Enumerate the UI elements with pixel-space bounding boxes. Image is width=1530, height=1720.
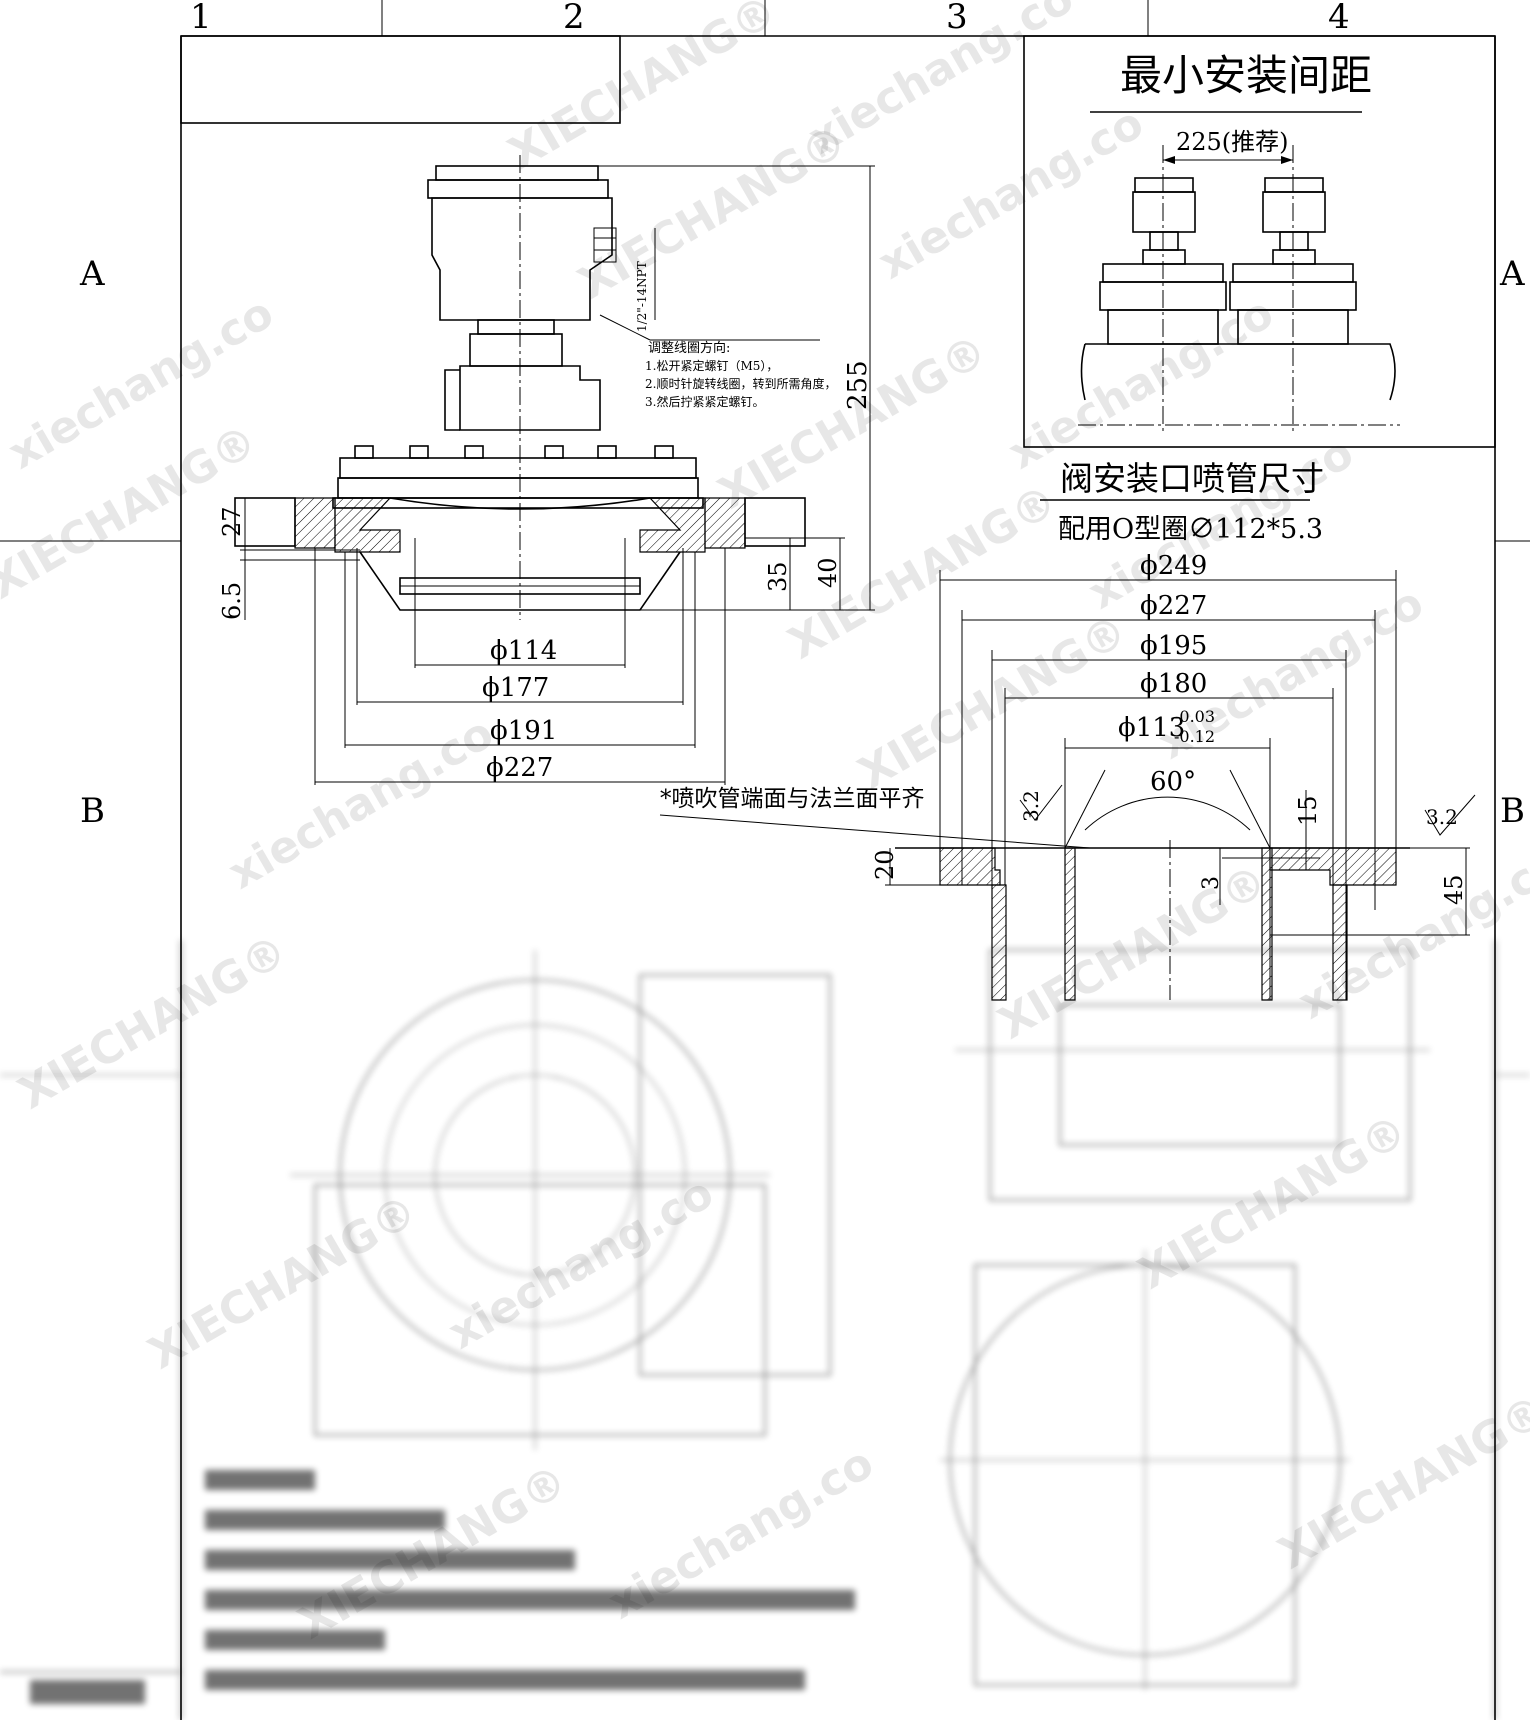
dim-d227: ϕ227 [486, 753, 553, 783]
nozzle-d227: ϕ227 [1140, 591, 1207, 621]
adjust-note-title: 调整线圈方向: [648, 340, 730, 356]
cover-bolts [339, 445, 697, 479]
dim-35: 35 [764, 561, 792, 592]
watermark-site-9: xiechang.co [440, 1167, 722, 1359]
nozzle-d113-tol-lower: -0.12 [1174, 727, 1215, 746]
adjust-note-line-2: 2.顺时针旋转线圈，转到所需角度， [645, 376, 836, 391]
nozzle-h3: 3 [1199, 876, 1224, 890]
rough-right: 3.2 [1426, 805, 1458, 829]
valve-side-view [234, 155, 875, 785]
nozzle-d113-tol-upper: -0.03 [1174, 707, 1215, 726]
watermark-site-2: xiechang.co [870, 97, 1152, 289]
min-spacing-panel [1023, 35, 1496, 448]
column-label-4: 4 [1328, 0, 1350, 37]
npt-note: 1/2"-14NPT [635, 261, 649, 332]
row-label-b-left: B [80, 791, 105, 831]
row-label-a-left: A [79, 254, 105, 294]
watermark-brand-3: XIECHANG® [710, 325, 996, 519]
nozzle-h15: 15 [1294, 795, 1322, 826]
dim-d191: ϕ191 [490, 716, 557, 746]
nozzle-d180: ϕ180 [1140, 669, 1207, 699]
blurred-lower-views [0, 940, 1530, 1720]
nozzle-d195: ϕ195 [1140, 631, 1207, 661]
nozzle-h20: 20 [871, 849, 899, 880]
dim-40: 40 [814, 557, 842, 588]
adjust-note-line-3: 3.然后拧紧紧定螺钉。 [645, 394, 764, 409]
column-label-2: 2 [563, 0, 585, 37]
adjust-note-line-1: 1.松开紧定螺钉（M5）， [645, 358, 778, 373]
nozzle-h45: 45 [1440, 874, 1468, 905]
watermark-brand-11: XIECHANG® [1130, 1105, 1416, 1299]
flush-note: *喷吹管端面与法兰面平齐 [660, 786, 925, 812]
nozzle-title: 阀安装口喷管尺寸 [1060, 459, 1324, 498]
dim-27: 27 [218, 506, 246, 537]
watermark-brand-8: XIECHANG® [10, 925, 296, 1119]
dim-6-5: 6.5 [218, 582, 246, 620]
min-spacing-title: 最小安装间距 [1120, 51, 1372, 100]
row-label-b-right: B [1500, 791, 1525, 831]
watermark-brand-5: XIECHANG® [850, 605, 1136, 799]
nozzle-angle: 60° [1150, 767, 1196, 797]
nozzle-d249: ϕ249 [1140, 551, 1207, 581]
oring-note: 配用O型圈∅112*5.3 [1058, 514, 1323, 545]
watermark-brand-2: XIECHANG® [570, 115, 856, 309]
nozzle-d113: ϕ113 [1118, 713, 1185, 743]
watermark-brand-9: XIECHANG® [140, 1185, 426, 1379]
dim-d177: ϕ177 [482, 673, 549, 703]
watermark-site-8: xiechang.co [220, 707, 502, 899]
watermark-brand-6: XIECHANG® [990, 855, 1276, 1049]
watermark-brand-12: XIECHANG® [1270, 1385, 1530, 1579]
row-label-a-right: A [1499, 254, 1525, 294]
spacing-dim: 225(推荐) [1176, 128, 1289, 156]
dim-255: 255 [843, 360, 873, 410]
nozzle-section [885, 570, 1476, 1001]
watermark-brand-1: XIECHANG® [500, 0, 786, 180]
watermark-site-3: xiechang.co [1000, 287, 1282, 479]
column-label-3: 3 [946, 0, 968, 37]
dim-d114: ϕ114 [490, 636, 557, 666]
column-label-1: 1 [190, 0, 212, 37]
rough-left: 3.2 [1019, 790, 1043, 822]
